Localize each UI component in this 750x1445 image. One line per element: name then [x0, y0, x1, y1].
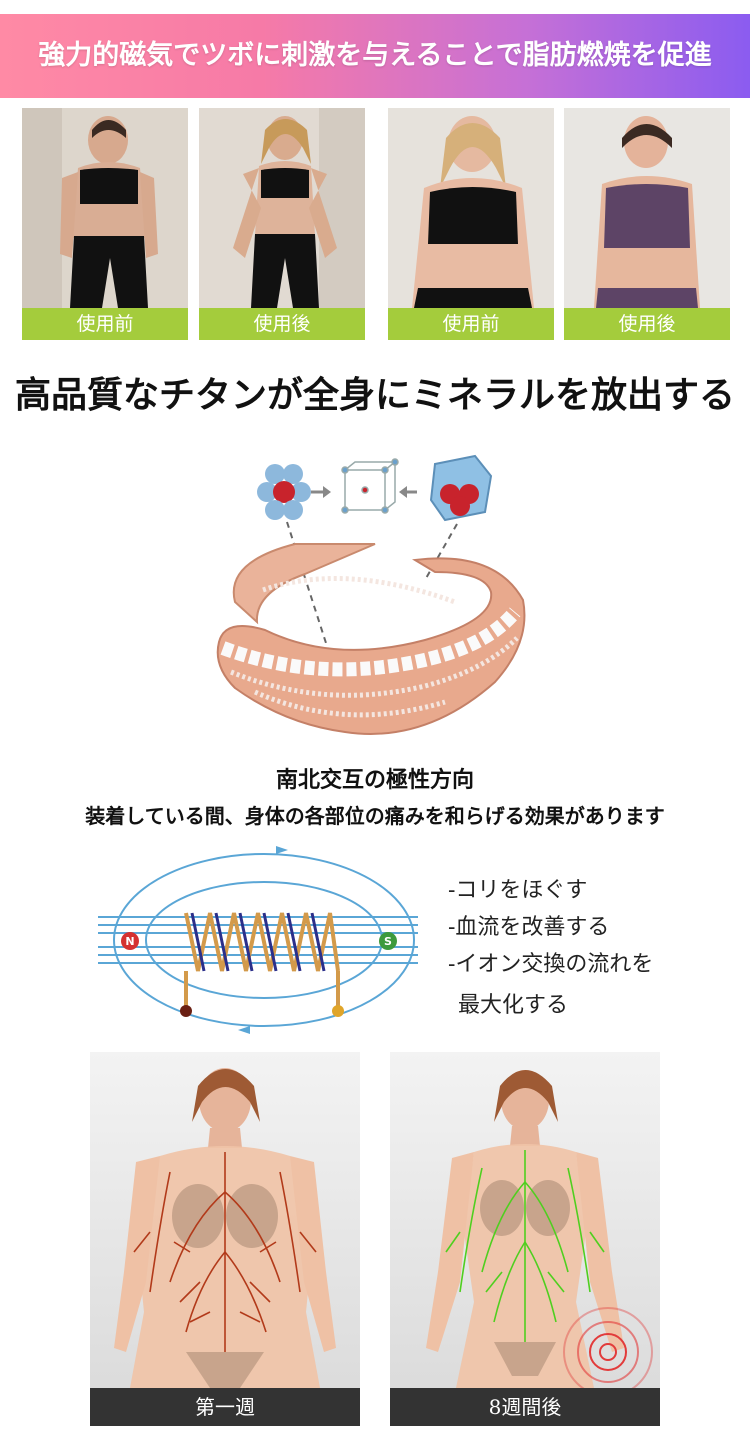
woman-after-image [199, 108, 365, 308]
molecule-cluster-icon [257, 464, 311, 520]
ring-illustration [216, 454, 526, 735]
negative-terminal-icon [180, 1005, 192, 1017]
rose-gold-ring-icon [216, 543, 526, 735]
woman-before-image [22, 108, 188, 308]
benefit-item: -イオン交換の流れを [448, 952, 654, 977]
pulse-rings-icon [563, 1307, 653, 1388]
crystal-lattice-icon [341, 458, 399, 514]
body-illustration-green-vessels [426, 1070, 653, 1388]
benefit-item: -血流を改善する [448, 915, 610, 940]
north-pole-icon [121, 932, 139, 950]
photo-after-2: 使用後 [564, 108, 730, 340]
photo-label-after-2: 使用後 [564, 308, 730, 340]
coil-winding [184, 912, 340, 972]
photo-label-after-1: 使用後 [199, 308, 365, 340]
photo-before-1: 使用前 [22, 108, 188, 340]
field-lines [98, 853, 418, 1027]
pole-n-label: N [125, 935, 134, 948]
banner-title: 強力的磁気でツボに刺激を与えることで脂肪燃焼を促進 [38, 40, 712, 71]
photo-before-2: 使用前 [388, 108, 554, 340]
hexagon-cell-icon [429, 454, 493, 522]
body-illustration-red-vessels [114, 1068, 336, 1388]
south-pole-icon [379, 932, 397, 950]
woman-before-image [388, 108, 554, 308]
photo-after-1: 使用後 [199, 108, 365, 340]
positive-terminal-icon [332, 1005, 344, 1017]
body-label-week1: 第一週 [90, 1388, 360, 1426]
woman-after-image [564, 108, 730, 308]
polarity-subtitle: 装着している間、身体の各部位の痛みを和らげる効果があります [85, 804, 665, 828]
header-banner [0, 14, 750, 98]
benefit-item: -コリをほぐす [448, 878, 588, 903]
benefit-item: 最大化する [458, 993, 569, 1018]
body-panel-week1: 第一週 [90, 1052, 360, 1426]
photo-label-before-1: 使用前 [22, 308, 188, 340]
pole-s-label: S [384, 935, 392, 948]
body-label-week8: 8週間後 [390, 1388, 660, 1426]
polarity-title: 南北交互の極性方向 [275, 768, 474, 793]
titanium-heading: 高品質なチタンが全身にミネラルを放出する [14, 375, 735, 416]
photo-label-before-2: 使用前 [388, 308, 554, 340]
benefit-list: -コリをほぐす -血流を改善する -イオン交換の流れを 最大化する [448, 872, 748, 1024]
magnetic-coil-diagram: N S [98, 846, 418, 1034]
body-panel-week8: 8週間後 [390, 1052, 660, 1426]
